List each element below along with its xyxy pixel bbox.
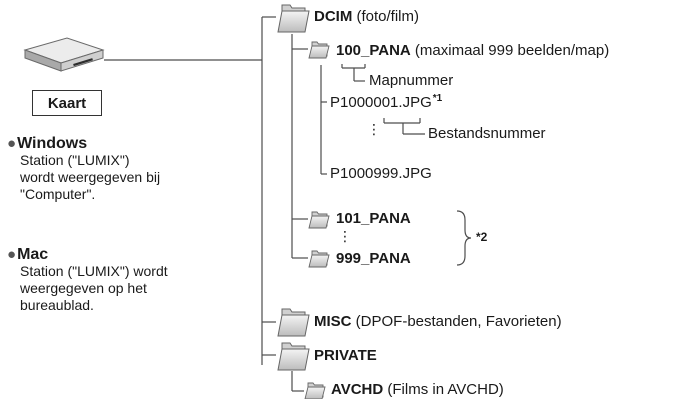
dcim-desc: (foto/film) bbox=[352, 8, 420, 25]
pana101-label: 101_PANA bbox=[336, 210, 411, 227]
dcim-name: DCIM bbox=[314, 8, 353, 25]
mac-line: bureaublad. bbox=[20, 297, 94, 313]
folder-avchd-icon bbox=[304, 382, 326, 399]
card-drive-icon bbox=[23, 37, 105, 72]
misc-label: MISC (DPOF-bestanden, Favorieten) bbox=[314, 314, 562, 329]
note1-marker: *1 bbox=[432, 93, 443, 104]
folder-private-icon bbox=[277, 342, 310, 371]
windows-line: "Computer". bbox=[20, 186, 96, 202]
windows-line: wordt weergegeven bij bbox=[20, 169, 161, 185]
bestandsnummer-label: Bestandsnummer bbox=[428, 125, 546, 142]
avchd-name: AVCHD bbox=[331, 381, 384, 398]
misc-desc: (DPOF-bestanden, Favorieten) bbox=[351, 313, 562, 330]
mapnummer-label: Mapnummer bbox=[369, 72, 454, 89]
mac-heading: ●Mac bbox=[7, 247, 48, 263]
private-label: PRIVATE bbox=[314, 347, 377, 364]
windows-title: Windows bbox=[17, 135, 88, 152]
file-first-label: P1000001.JPG*1 bbox=[330, 93, 443, 111]
folder-101-pana-icon bbox=[308, 211, 330, 229]
folder-999-pana-icon bbox=[308, 250, 330, 268]
note2-marker: *2 bbox=[476, 230, 488, 244]
pana100-desc: (maximaal 999 beelden/map) bbox=[410, 42, 610, 59]
card-label: Kaart bbox=[32, 90, 102, 116]
dots-vertical: ⋮ bbox=[338, 228, 352, 244]
mac-line: Station ("LUMIX") wordt bbox=[20, 263, 168, 279]
windows-line: Station ("LUMIX") bbox=[20, 152, 130, 168]
dcim-label: DCIM (foto/film) bbox=[314, 9, 419, 24]
folder-misc-icon bbox=[277, 308, 310, 337]
bullet-icon: ● bbox=[7, 135, 17, 152]
folder-dcim-icon bbox=[277, 4, 310, 33]
mac-title: Mac bbox=[17, 246, 49, 263]
windows-heading: ●Windows bbox=[7, 136, 87, 152]
pana100-name: 100_PANA bbox=[336, 42, 411, 59]
pana999-label: 999_PANA bbox=[336, 250, 411, 267]
bullet-icon: ● bbox=[7, 246, 17, 263]
pana100-label: 100_PANA (maximaal 999 beelden/map) bbox=[336, 43, 609, 58]
folder-100-pana-icon bbox=[308, 41, 330, 59]
avchd-label: AVCHD (Films in AVCHD) bbox=[331, 382, 504, 397]
file-last-label: P1000999.JPG bbox=[330, 165, 432, 182]
misc-name: MISC bbox=[314, 313, 352, 330]
file-first-name: P1000001.JPG bbox=[330, 94, 432, 111]
mac-line: weergegeven op het bbox=[20, 280, 147, 296]
avchd-desc: (Films in AVCHD) bbox=[383, 381, 504, 398]
dots-vertical: ⋮ bbox=[367, 121, 381, 137]
